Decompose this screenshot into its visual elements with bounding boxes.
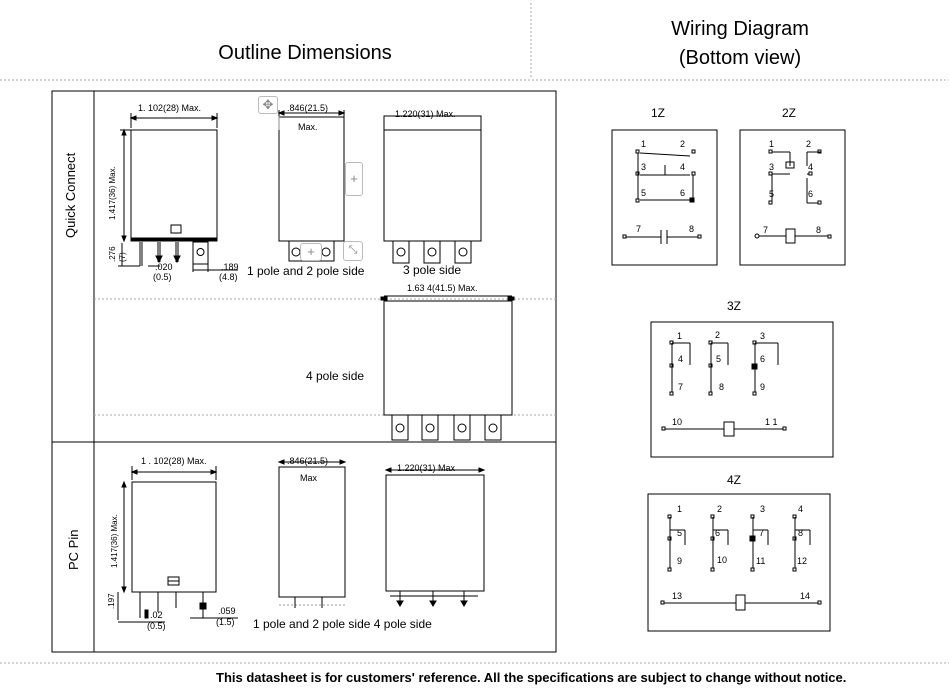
- pc-caption: 1 pole and 2 pole side 4 pole side: [253, 617, 432, 631]
- pc-side-width-dimension: .846(21.5): [287, 456, 329, 466]
- wiring-2z-pin-3: 3: [769, 162, 775, 172]
- wiring-4z-pin-14: 14: [800, 591, 811, 601]
- wiring-3z-pin-2: 2: [715, 330, 721, 340]
- qc-side-max-label: Max.: [298, 122, 318, 132]
- pc-pin-dim-c: .059: [218, 606, 236, 616]
- row-label-quick-connect: Quick Connect: [63, 152, 78, 238]
- pc-side-max-label: Max: [300, 473, 318, 483]
- wiring-4z-pin-2: 2: [717, 504, 723, 514]
- qc-caption-3-pole: 3 pole side: [403, 263, 462, 277]
- wiring-2z-pin-7: 7: [763, 225, 769, 235]
- qc-height-dimension: 1.417(36) Max.: [108, 166, 117, 220]
- wiring-1z-pin-8: 8: [689, 224, 695, 234]
- qc-width-dimension: 1. 102(28) Max.: [138, 103, 202, 113]
- wiring-2z-pin-8: 8: [816, 225, 822, 235]
- wiring-2z-pin-1: 1: [769, 139, 775, 149]
- wiring-2z-diagram: [739, 129, 846, 266]
- wiring-3z-pin-1: 1: [677, 331, 683, 341]
- wiring-3z-label: 3Z: [727, 299, 742, 313]
- pc-pin-dim-b: .02: [150, 610, 163, 620]
- qc-3pole-view: [383, 115, 482, 264]
- footer-disclaimer: This datasheet is for customers' referen…: [216, 670, 847, 685]
- wiring-1z-diagram: [611, 129, 718, 266]
- wiring-3z-pin-4: 4: [678, 354, 684, 364]
- wiring-2z-label: 2Z: [782, 106, 797, 120]
- wiring-1z-pin-7: 7: [636, 224, 642, 234]
- wiring-4z-diagram: [647, 493, 831, 632]
- outline-dimensions-title: Outline Dimensions: [218, 42, 392, 64]
- qc-pin-dim-b: .020: [155, 262, 173, 272]
- wiring-3z-pin-7: 7: [678, 382, 684, 392]
- wiring-1z-label: 1Z: [651, 106, 666, 120]
- qc-caption-4-pole: 4 pole side: [306, 369, 365, 383]
- wiring-2z-pin-2: 2: [806, 139, 812, 149]
- wiring-4z-pin-12: 12: [797, 556, 808, 566]
- move-handle-icon[interactable]: ✥: [258, 96, 278, 114]
- pc-side-view: [277, 459, 347, 608]
- wiring-1z-pin-5: 5: [641, 188, 647, 198]
- qc-pin-dim-b-mm: (0.5): [153, 272, 172, 282]
- outline-frame: [51, 90, 557, 653]
- wiring-1z-pin-4: 4: [680, 162, 686, 172]
- wiring-4z-pin-8: 8: [798, 528, 804, 538]
- qc-pin-dim-c-mm: (4.8): [219, 272, 238, 282]
- qc-side-width-dimension: .846(21.5): [287, 103, 329, 113]
- wiring-4z-pin-5: 5: [677, 528, 683, 538]
- wiring-3z-pin-3: 3: [760, 331, 766, 341]
- wiring-2z-pin-5: 5: [769, 189, 775, 199]
- wiring-1z-pin-3: 3: [641, 162, 647, 172]
- wiring-4z-pin-13: 13: [672, 591, 683, 601]
- wiring-3z-diagram: [650, 321, 834, 458]
- wiring-4z-pin-7: 7: [759, 528, 765, 538]
- wiring-3z-pin-11: 1 1: [765, 417, 778, 427]
- wiring-4z-pin-6: 6: [715, 528, 721, 538]
- wiring-1z-pin-6: 6: [680, 188, 686, 198]
- add-row-handle-icon[interactable]: +: [300, 243, 322, 261]
- pc-pin-dim-c-mm: (1.5): [216, 617, 235, 627]
- pc-width-dimension: 1 . 102(28) Max.: [141, 456, 207, 466]
- wiring-4z-pin-10: 10: [717, 555, 728, 565]
- wiring-3z-pin-10: 10: [672, 417, 683, 427]
- qc-caption-1-2-pole: 1 pole and 2 pole side: [247, 264, 365, 278]
- pc-4pole-view: [384, 467, 486, 607]
- wiring-4z-pin-9: 9: [677, 556, 683, 566]
- wiring-4z-pin-3: 3: [760, 504, 766, 514]
- wiring-1z-pin-2: 2: [680, 139, 686, 149]
- wiring-3z-pin-8: 8: [719, 382, 725, 392]
- add-column-handle-icon[interactable]: +: [345, 162, 363, 196]
- pc-pin-dim-a: .197: [107, 593, 116, 609]
- wiring-3z-pin-6: 6: [760, 354, 766, 364]
- pc-4pole-dimension: 1.220(31) Max: [397, 463, 456, 473]
- wiring-diagram-subtitle: (Bottom view): [678, 47, 802, 69]
- qc-4pole-dimension: 1.63 4(41.5) Max.: [407, 283, 478, 293]
- qc-pin-dim-c: .189: [221, 262, 239, 272]
- resize-handle-icon[interactable]: ⤡: [343, 241, 363, 261]
- row-label-pc-pin: PC Pin: [66, 529, 81, 570]
- wiring-4z-pin-1: 1: [677, 504, 683, 514]
- qc-3pole-dimension: 1.220(31) Max.: [395, 109, 456, 119]
- qc-pin-dim-a-mm: (7): [118, 252, 127, 262]
- pc-height-dimension: 1.417(36) Max.: [110, 514, 119, 568]
- wiring-4z-pin-4: 4: [798, 504, 804, 514]
- wiring-diagram-title: Wiring Diagram: [671, 18, 809, 40]
- qc-pin-dim-a: .276: [108, 246, 117, 262]
- qc-side-view: [277, 110, 346, 262]
- pc-front-view: [117, 466, 238, 623]
- wiring-3z-pin-9: 9: [760, 382, 766, 392]
- pc-pin-dim-b-mm: (0.5): [147, 621, 166, 631]
- wiring-2z-pin-6: 6: [808, 189, 814, 199]
- wiring-4z-pin-11: 11: [756, 556, 766, 566]
- wiring-3z-pin-5: 5: [716, 354, 722, 364]
- qc-front-view: [118, 113, 238, 272]
- qc-4pole-view: [380, 295, 515, 441]
- wiring-4z-label: 4Z: [727, 473, 742, 487]
- wiring-1z-pin-1: 1: [641, 139, 647, 149]
- wiring-2z-pin-4: 4: [808, 162, 814, 172]
